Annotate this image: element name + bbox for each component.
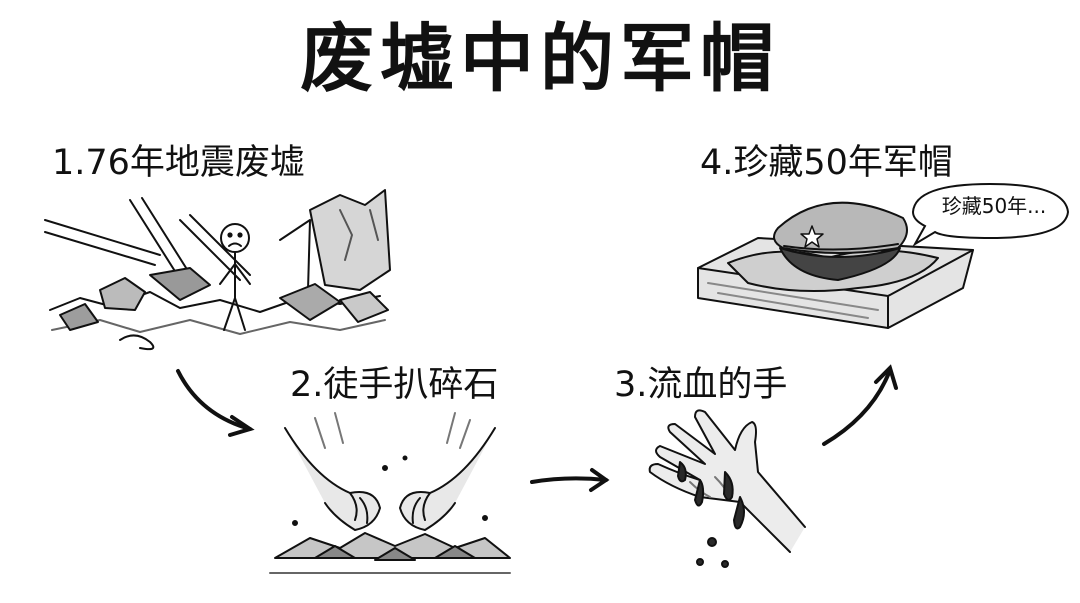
hands-digging-illustration <box>269 412 511 574</box>
page-title: 废墟中的军帽 <box>300 16 780 102</box>
step-4-label: 4.珍藏50年军帽 <box>700 143 953 183</box>
military-cap-illustration <box>697 201 974 329</box>
step-2-label: 2.徒手扒碎石 <box>290 365 499 405</box>
arrow-3-to-4 <box>822 364 898 446</box>
step-1-label: 1.76年地震废墟 <box>52 143 305 183</box>
speech-bubble <box>911 182 1070 247</box>
arrow-2-to-3 <box>530 468 610 492</box>
arrow-1-to-2 <box>176 369 255 437</box>
bleeding-hand-illustration <box>648 409 806 568</box>
step-3-label: 3.流血的手 <box>614 365 788 405</box>
speech-bubble-text: 珍藏50年... <box>941 194 1047 218</box>
earthquake-ruins-illustration <box>44 189 391 351</box>
